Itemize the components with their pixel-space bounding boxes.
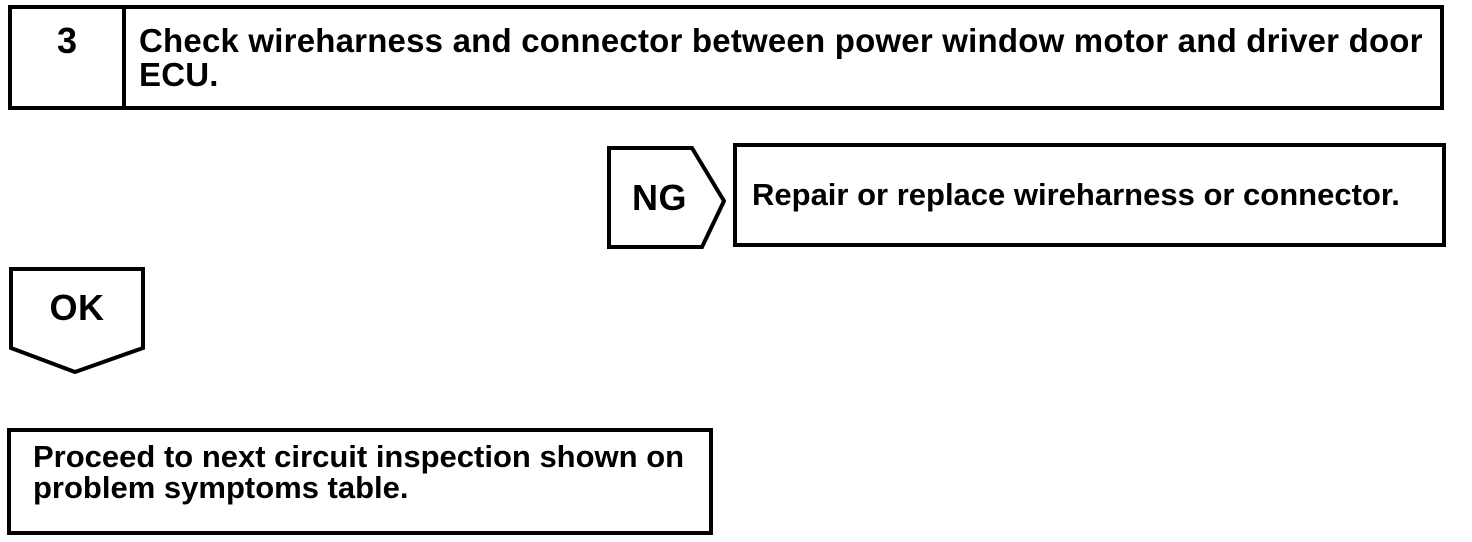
ok-label: OK (49, 286, 105, 328)
proceed-line: Proceed to next circuit inspection shown… (33, 439, 685, 474)
ng-arrow-shape (607, 146, 726, 249)
proceed-box: Proceed to next circuit inspection shown… (7, 428, 713, 535)
step-number-cell: 3 (12, 9, 126, 106)
instruction-line: ECU. (139, 56, 219, 93)
step-instruction: Check wireharness and connector between … (126, 9, 1440, 106)
ng-label: NG (632, 176, 687, 218)
step-number: 3 (56, 20, 78, 61)
ok-arrow-shape (9, 267, 145, 374)
ng-result-box: Repair or replace wireharness or connect… (733, 143, 1446, 247)
instruction-line: Check wireharness and connector between … (139, 22, 1423, 59)
proceed-line: problem symptoms table. (33, 470, 409, 505)
ok-connector: OK (9, 267, 145, 374)
ng-result-text: Repair or replace wireharness or connect… (752, 177, 1400, 212)
ng-connector: NG (607, 146, 726, 249)
step-box: 3 Check wireharness and connector betwee… (8, 5, 1444, 110)
